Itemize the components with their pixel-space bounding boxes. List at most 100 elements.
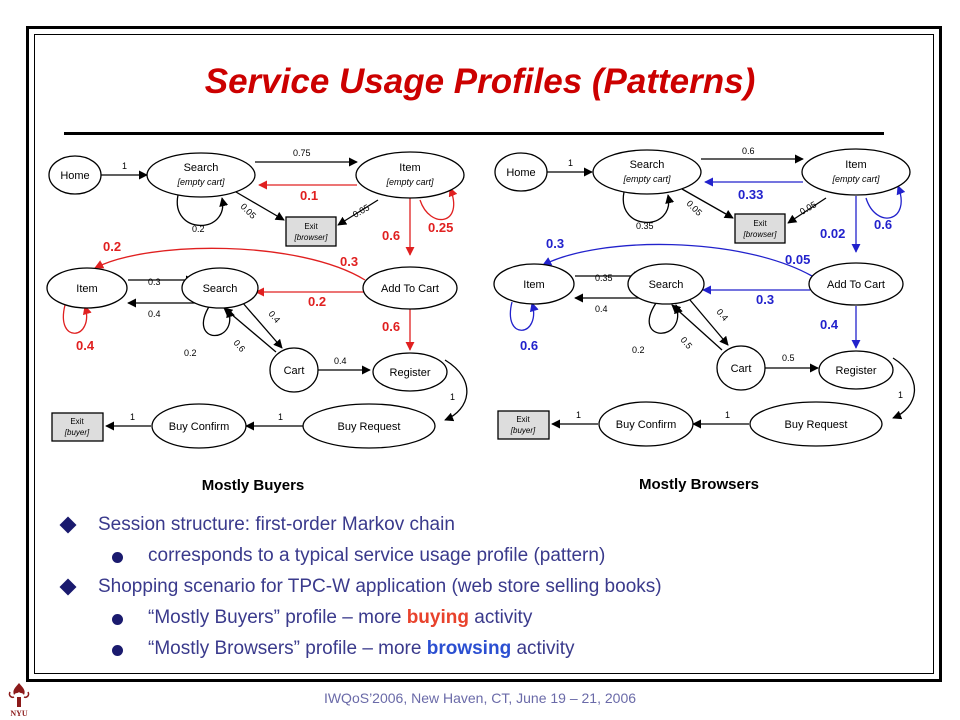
node-buy-confirm-r	[598, 401, 694, 447]
node-add-to-cart-r-label: Add To Cart	[827, 279, 885, 291]
diamond-bullet-icon	[59, 578, 77, 596]
bullet-item: Session structure: first-order Markov ch…	[59, 510, 922, 541]
sub-bullet-item: “Mostly Browsers” profile – more browsin…	[62, 634, 922, 665]
edge-cart-search2	[223, 307, 277, 353]
label-search-self: 0.2	[192, 224, 205, 234]
node-cart-r	[716, 345, 766, 391]
label-cart-register: 0.4	[334, 356, 347, 366]
label-search2-item2: 0.4	[148, 309, 161, 319]
label-item2-self-r: 0.6	[520, 338, 538, 353]
node-exit-browser	[285, 216, 337, 247]
node-buy-confirm-label: Buy Confirm	[169, 421, 230, 433]
label-item-addtocart-r: 0.02	[820, 226, 845, 241]
sub-bullet-text-end: activity	[468, 607, 533, 628]
label-addtocart-item2-b-r: 0.05	[785, 252, 810, 267]
label-item2-self: 0.4	[76, 338, 95, 353]
node-add-to-cart	[362, 266, 458, 310]
sub-bullet-text: “Mostly Buyers” profile – more	[148, 607, 407, 628]
label-item2-search2: 0.3	[148, 277, 161, 287]
title-divider	[64, 132, 884, 135]
node-home-label: Home	[60, 170, 89, 182]
node-home	[48, 155, 102, 195]
label-addtocart-register: 0.6	[382, 319, 400, 334]
dot-bullet-icon	[112, 614, 123, 625]
node-exit-buyer-r-sublabel: [buyer]	[510, 426, 536, 435]
label-register-buyrequest-r: 1	[898, 390, 903, 400]
logo-text: NYU	[10, 709, 28, 718]
label-addtocart-item2-r: 0.3	[546, 236, 564, 251]
node-item-r-label: Item	[845, 159, 866, 171]
label-search-self-r: 0.35	[636, 221, 654, 231]
edge-search2-self	[202, 304, 235, 337]
bullet-text: Session structure: first-order Markov ch…	[98, 514, 455, 535]
edge-item2-self	[62, 304, 92, 334]
diagram-mostly-buyers: 1 0.75 0.2 0.05 0.05 0.3 0.4 0.2 0.4 0.6…	[46, 148, 468, 494]
node-item	[355, 151, 465, 199]
sub-bullet-item: “Mostly Buyers” profile – more buying ac…	[62, 603, 922, 634]
label-search2-cart: 0.4	[266, 309, 282, 325]
label-search2-self: 0.2	[184, 348, 197, 358]
markov-diagrams: 1 0.75 0.2 0.05 0.05 0.3 0.4 0.2 0.4 0.6…	[46, 146, 916, 494]
node-cart-label: Cart	[284, 365, 305, 377]
node-search-r	[592, 149, 702, 195]
edge-item-exit-r	[787, 197, 827, 224]
node-search-sublabel: [empty cart]	[176, 177, 225, 187]
node-item-r	[801, 148, 911, 196]
node-item-label: Item	[399, 162, 420, 174]
label-register-buyrequest: 1	[450, 392, 455, 402]
edge-search2-self-r	[648, 302, 683, 334]
sub-bullet-text: “Mostly Browsers” profile – more	[148, 638, 427, 659]
node-search2-r-label: Search	[649, 279, 684, 291]
node-exit-buyer-sublabel: [buyer]	[64, 428, 90, 437]
node-register-label: Register	[390, 367, 431, 379]
node-exit-browser-label: Exit	[304, 222, 318, 231]
edge-item-self-r	[865, 185, 906, 219]
edge-search-self-r	[622, 191, 675, 224]
footer-text: IWQoS’2006, New Haven, CT, June 19 – 21,…	[323, 690, 637, 706]
node-search2-label: Search	[203, 283, 238, 295]
node-search-r-sublabel: [empty cart]	[622, 174, 671, 184]
edge-register-buyrequest	[444, 359, 468, 422]
edge-addtocart-item2-r	[542, 243, 813, 277]
dot-bullet-icon	[112, 645, 123, 656]
highlight-browsing: browsing	[426, 638, 512, 659]
label-addtocart-search2: 0.2	[308, 294, 326, 309]
node-item-sublabel: [empty cart]	[385, 177, 434, 187]
label-item-search-r: 0.33	[738, 187, 763, 202]
label-home-search-r: 1	[568, 158, 573, 168]
edge-search2-cart	[241, 301, 283, 349]
label-cart-register-r: 0.5	[782, 353, 795, 363]
node-exit-buyer-label: Exit	[70, 417, 84, 426]
slide-title: Service Usage Profiles (Patterns)	[204, 62, 756, 101]
label-search-item: 0.75	[293, 148, 311, 158]
edge-item-self	[419, 187, 458, 221]
caption-mostly-browsers: Mostly Browsers	[639, 476, 759, 493]
node-cart-r-label: Cart	[731, 363, 752, 375]
label-search2-self-r: 0.2	[632, 345, 645, 355]
node-search-label: Search	[184, 162, 219, 174]
diagram-mostly-browsers: 1 0.6 0.35 0.05 0.05 0.35 0.4 0.2 0.4 0.…	[493, 146, 916, 493]
edge-search-exit-r	[681, 188, 734, 219]
node-buy-confirm-r-label: Buy Confirm	[616, 419, 677, 431]
label-cart-search2-r: 0.5	[678, 335, 694, 351]
label-search2-cart-r: 0.4	[714, 307, 730, 323]
node-search2	[181, 267, 259, 309]
node-register	[372, 352, 448, 392]
label-item-self-r: 0.6	[874, 217, 892, 232]
node-exit-browser-r	[734, 213, 786, 244]
bullet-item: Shopping scenario for TPC-W application …	[59, 572, 922, 603]
node-cart	[269, 347, 319, 393]
node-exit-browser-sublabel: [browser]	[294, 233, 329, 242]
label-buyrequest-buyconfirm: 1	[278, 412, 283, 422]
slide-inner-frame	[34, 34, 934, 674]
label-addtocart-register-r: 0.4	[820, 317, 839, 332]
label-buyconfirm-exit: 1	[130, 412, 135, 422]
label-item-search: 0.1	[300, 188, 318, 203]
nyu-torch-logo-icon: NYU	[8, 683, 30, 718]
label-search-exit-r: 0.05	[685, 198, 704, 217]
node-add-to-cart-r	[808, 262, 904, 306]
node-search	[146, 152, 256, 198]
node-item2	[46, 267, 128, 309]
edge-addtocart-item2	[94, 247, 366, 281]
node-search-r-label: Search	[630, 159, 665, 171]
